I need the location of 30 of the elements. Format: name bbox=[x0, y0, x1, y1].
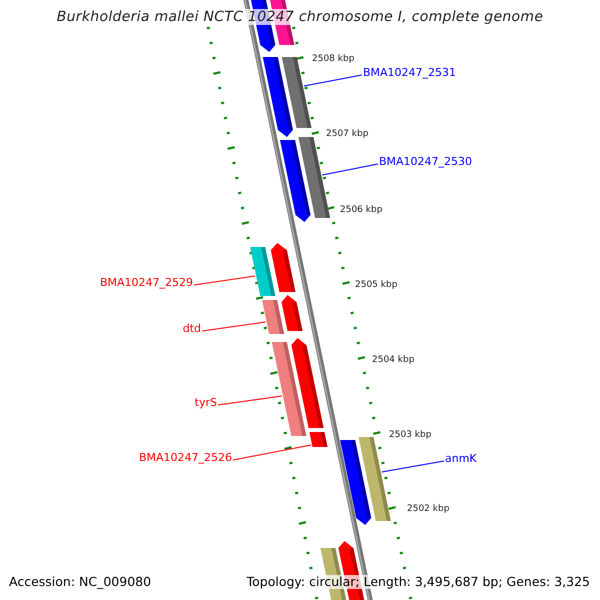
gene-label: BMA10247_2531 bbox=[363, 67, 456, 80]
scale-label: 2502 kbp bbox=[407, 504, 450, 514]
scale-label: 2503 kbp bbox=[389, 430, 432, 440]
leader-line bbox=[381, 460, 444, 472]
map-title: Burkholderia mallei NCTC 10247 chromosome I, complete genome bbox=[56, 9, 544, 26]
gene-label: BMA10247_2526 bbox=[138, 452, 232, 465]
gene-bar bbox=[262, 300, 284, 334]
gene-bar bbox=[282, 57, 312, 128]
accession-text: Accession: NC_009080 bbox=[9, 575, 152, 590]
gene-bar bbox=[250, 247, 276, 296]
gene-label: tyrS bbox=[194, 397, 217, 410]
scale-label: 2507 kbp bbox=[326, 129, 368, 140]
gene-bar bbox=[298, 137, 330, 218]
gene-bar bbox=[272, 342, 306, 436]
leader-line bbox=[202, 322, 266, 332]
scale-label: 2504 kbp bbox=[372, 355, 414, 366]
scale-label: 2508 kbp bbox=[312, 54, 354, 64]
gene-label: BMA10247_2530 bbox=[379, 156, 472, 169]
leader-line bbox=[322, 164, 378, 176]
scale-label: 2506 kbp bbox=[340, 205, 382, 216]
gene-label: anmK bbox=[445, 453, 477, 466]
leader-line bbox=[232, 444, 312, 460]
gene-bar bbox=[309, 432, 328, 447]
gene-label: dtd bbox=[182, 323, 201, 336]
genome-summary-text: Topology: circular; Length: 3,495,687 bp; Genes: 3,325 bbox=[246, 575, 590, 590]
gene-label: BMA10247_2529 bbox=[100, 277, 193, 290]
leader-line bbox=[194, 276, 256, 286]
gene-bar bbox=[358, 437, 391, 521]
leader-line bbox=[303, 74, 362, 86]
scale-label: 2505 kbp bbox=[355, 280, 398, 290]
